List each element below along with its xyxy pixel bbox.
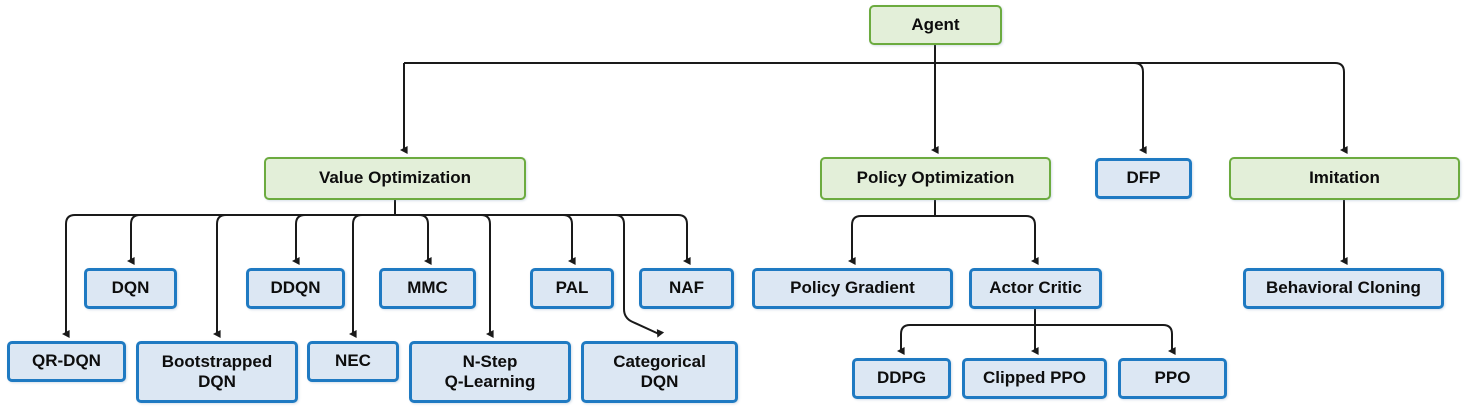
node-n-step[interactable]: N-Step Q-Learning [409,341,571,403]
node-qr-dqn[interactable]: QR-DQN [7,341,126,382]
actor-critic-to-ddpg [896,324,1035,356]
node-ppo[interactable]: PPO [1118,358,1227,399]
node-imitation[interactable]: Imitation [1229,157,1460,200]
node-dfp[interactable]: DFP [1095,158,1192,199]
node-behav-clone[interactable]: Behavioral Cloning [1243,268,1444,309]
node-value-opt[interactable]: Value Optimization [264,157,526,200]
policy-optimization-to-policy-gradient [847,215,935,266]
agent-to-imitation [935,62,1348,155]
agent-to-dfp [935,62,1147,155]
node-clipped-ppo[interactable]: Clipped PPO [962,358,1107,399]
value-optimization-to-ddqn [291,214,395,266]
value-optimization-to-qr-dqn [61,214,395,339]
value-optimization-to-cat-dqn [395,214,665,338]
value-optimization-to-boot-dqn [212,214,395,339]
value-optimization-to-dqn [126,214,395,266]
node-pal[interactable]: PAL [530,268,614,309]
value-optimization-to-pal [395,214,576,266]
node-dqn[interactable]: DQN [84,268,177,309]
node-ddpg[interactable]: DDPG [852,358,951,399]
node-actor-critic[interactable]: Actor Critic [969,268,1102,309]
value-optimization-to-nec [348,214,395,339]
actor-critic-to-ppo [1035,324,1176,356]
node-policy-grad[interactable]: Policy Gradient [752,268,953,309]
policy-optimization-to-actor-critic [935,215,1039,266]
node-mmc[interactable]: MMC [379,268,476,309]
node-ddqn[interactable]: DDQN [246,268,345,309]
node-nec[interactable]: NEC [307,341,399,382]
node-agent[interactable]: Agent [869,5,1002,45]
value-optimization-to-naf [395,214,691,266]
node-cat-dqn[interactable]: Categorical DQN [581,341,738,403]
agent-to-value-optimization [404,45,936,150]
node-policy-opt[interactable]: Policy Optimization [820,157,1051,200]
node-naf[interactable]: NAF [639,268,734,309]
value-optimization-to-mmc [395,214,432,266]
node-boot-dqn[interactable]: Bootstrapped DQN [136,341,298,403]
